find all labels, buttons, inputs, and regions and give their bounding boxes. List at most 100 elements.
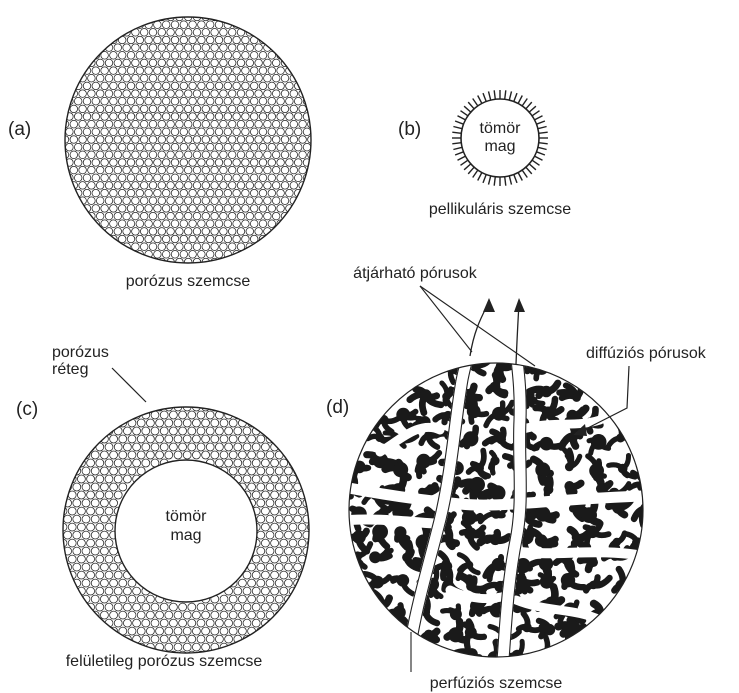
pore-bead — [198, 174, 206, 182]
pore-bead — [271, 475, 279, 483]
pore-bead — [289, 555, 297, 563]
pore-bead — [202, 166, 210, 174]
pore-bead — [206, 82, 214, 90]
pore-bead — [197, 619, 205, 627]
pore-bead — [137, 419, 145, 427]
pore-bead — [229, 451, 237, 459]
pore-bead — [198, 143, 206, 151]
pore-bead — [259, 220, 267, 228]
pore-bead — [238, 451, 246, 459]
pore-bead — [137, 435, 145, 443]
pore-bead — [114, 182, 122, 190]
pore-bead — [215, 113, 223, 121]
surface-layer-tick — [489, 91, 491, 100]
pore-bead — [242, 189, 250, 197]
pore-bead — [119, 483, 127, 491]
pore-bead — [77, 507, 85, 515]
pore-bead — [149, 228, 157, 236]
pore-bead — [167, 243, 175, 251]
pore-bead — [197, 411, 205, 419]
pore-bead — [74, 143, 82, 151]
pore-bead — [176, 197, 184, 205]
pore-bead — [233, 97, 241, 105]
pore-bead — [110, 499, 118, 507]
pore-bead — [154, 235, 162, 243]
pore-bead — [180, 251, 188, 259]
pore-bead — [167, 212, 175, 220]
pore-bead — [281, 166, 289, 174]
matrix-node — [448, 627, 463, 642]
pore-bead — [171, 220, 179, 228]
pore-bead — [171, 82, 179, 90]
pore-bead — [110, 67, 118, 75]
pore-bead — [242, 67, 250, 75]
pore-bead — [176, 105, 184, 113]
pore-bead — [228, 120, 236, 128]
pore-bead — [215, 174, 223, 182]
pore-bead — [188, 427, 196, 435]
pore-bead — [87, 523, 95, 531]
pore-bead — [149, 74, 157, 82]
pore-bead — [286, 82, 294, 90]
pore-bead — [174, 611, 182, 619]
pore-bead — [133, 603, 141, 611]
pore-bead — [229, 595, 237, 603]
pore-bead — [140, 120, 148, 128]
pore-bead — [206, 113, 214, 121]
pore-bead — [250, 159, 258, 167]
pore-bead — [242, 174, 250, 182]
surface-layer-tick — [478, 96, 482, 104]
pore-bead — [243, 427, 251, 435]
pore-bead — [79, 151, 87, 159]
pore-bead — [193, 59, 201, 67]
pore-bead — [280, 555, 288, 563]
pore-bead — [229, 611, 237, 619]
pore-bead — [211, 228, 219, 236]
pore-bead — [118, 159, 126, 167]
pore-bead — [91, 467, 99, 475]
pore-bead — [206, 174, 214, 182]
pore-bead — [132, 136, 140, 144]
pore-bead — [206, 159, 214, 167]
pore-bead — [271, 571, 279, 579]
pore-bead — [193, 90, 201, 98]
pore-bead — [225, 603, 233, 611]
pore-bead — [211, 120, 219, 128]
pore-bead — [198, 205, 206, 213]
pore-bead — [275, 611, 283, 619]
pore-bead — [151, 443, 159, 451]
pore-bead — [158, 29, 166, 37]
pore-bead — [184, 258, 192, 266]
pore-bead — [167, 59, 175, 67]
pore-bead — [234, 459, 242, 467]
pore-bead — [83, 82, 91, 90]
pore-bead — [248, 579, 256, 587]
pore-bead — [96, 523, 104, 531]
pore-bead — [123, 228, 131, 236]
pore-bead — [87, 571, 95, 579]
pore-bead — [202, 59, 210, 67]
pore-bead — [119, 435, 127, 443]
pore-bead — [88, 136, 96, 144]
pore-bead — [180, 97, 188, 105]
pore-bead — [91, 547, 99, 555]
pore-bead — [140, 197, 148, 205]
pore-bead — [202, 105, 210, 113]
pore-bead — [250, 220, 258, 228]
pore-bead — [242, 220, 250, 228]
pore-bead — [228, 105, 236, 113]
matrix-node — [566, 620, 581, 635]
matrix-node — [637, 480, 650, 493]
pore-bead — [234, 427, 242, 435]
pore-bead — [127, 159, 135, 167]
pore-bead — [151, 427, 159, 435]
pore-bead — [145, 143, 153, 151]
pore-bead — [101, 128, 109, 136]
surface-layer-tick — [539, 132, 548, 133]
pore-bead — [261, 571, 269, 579]
pore-bead — [184, 197, 192, 205]
pore-bead — [202, 44, 210, 52]
pore-bead — [189, 128, 197, 136]
surface-layer-tick — [529, 106, 536, 112]
pore-bead — [132, 197, 140, 205]
